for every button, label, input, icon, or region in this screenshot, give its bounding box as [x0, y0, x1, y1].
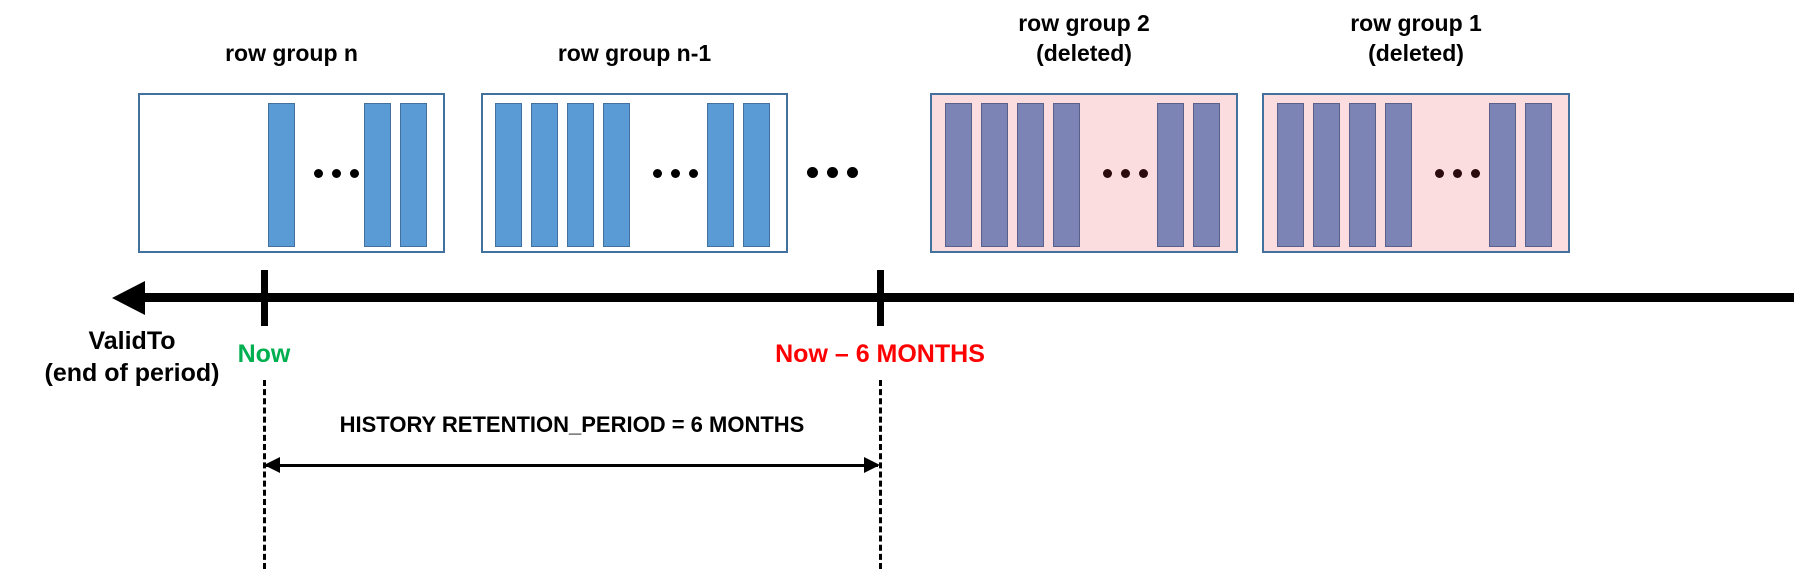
row-bar-deleted [1017, 103, 1044, 247]
row-group-n-1-box [481, 93, 788, 253]
retention-span-line [266, 464, 878, 467]
row-group-ellipsis-icon [647, 163, 703, 183]
retention-arrowhead-right-icon [864, 457, 880, 473]
row-group-ellipsis-icon [1097, 163, 1153, 183]
row-bar [495, 103, 522, 247]
row-group-2-box [930, 93, 1238, 253]
row-bar-deleted [1277, 103, 1304, 247]
retention-guide-left [263, 380, 266, 569]
valid-to-caption: ValidTo (end of period) [44, 327, 220, 387]
tick-now [261, 270, 268, 326]
row-bar [707, 103, 734, 247]
timeline-axis [144, 293, 1794, 302]
tick-now-minus-6-months [877, 270, 884, 326]
row-bar-deleted [981, 103, 1008, 247]
retention-period-label: HISTORY RETENTION_PERIOD = 6 MONTHS [339, 412, 805, 437]
row-bar [567, 103, 594, 247]
row-group-ellipsis-icon [308, 163, 364, 183]
row-bar-deleted [1525, 103, 1552, 247]
row-group-n-1-label: row group n-1 [557, 40, 712, 66]
row-group-1-box [1262, 93, 1570, 253]
row-bar-deleted [1489, 103, 1516, 247]
retention-guide-right [879, 380, 882, 569]
row-bar-deleted [1385, 103, 1412, 247]
row-bar [268, 103, 295, 247]
row-bar [743, 103, 770, 247]
row-group-ellipsis-icon [1429, 163, 1485, 183]
row-bar-deleted [1053, 103, 1080, 247]
row-bar [364, 103, 391, 247]
row-bar [531, 103, 558, 247]
row-bar-deleted [945, 103, 972, 247]
tick-label-now-minus-6-months: Now – 6 MONTHS [775, 340, 985, 368]
row-bar-deleted [1349, 103, 1376, 247]
row-bar-deleted [1193, 103, 1220, 247]
row-group-n-label: row group n [225, 40, 358, 66]
row-bar [603, 103, 630, 247]
row-group-1-label: row group 1 (deleted) [1350, 10, 1482, 66]
timeline-arrowhead-icon [112, 281, 145, 315]
row-bar-deleted [1157, 103, 1184, 247]
between-groups-ellipsis-icon [802, 162, 862, 182]
row-bar [400, 103, 427, 247]
row-bar-deleted [1313, 103, 1340, 247]
row-group-2-label: row group 2 (deleted) [1018, 10, 1150, 66]
tick-label-now: Now [237, 340, 291, 368]
row-group-n-box [138, 93, 445, 253]
